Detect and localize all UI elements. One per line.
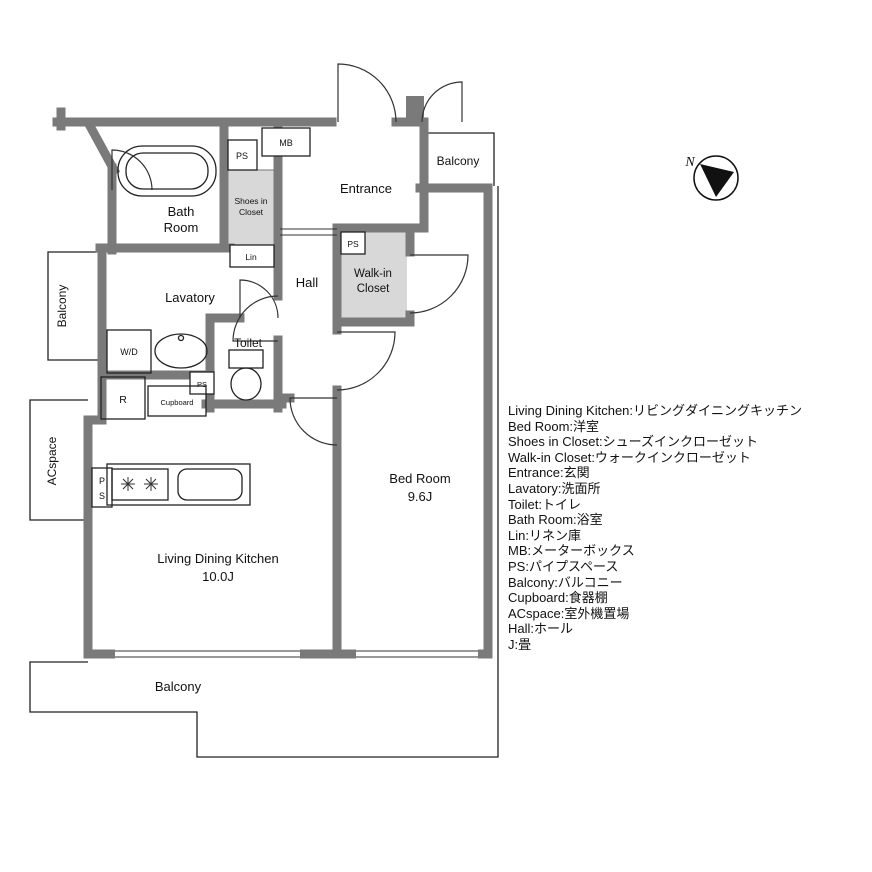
label-shoes-closet-line1: Shoes in — [234, 196, 267, 206]
compass-north-label: N — [684, 155, 695, 170]
ps-box-top — [227, 139, 258, 171]
label-shoes-closet-line2: Closet — [239, 207, 264, 217]
balcony-bottom-outline — [29, 186, 499, 758]
windows — [115, 648, 478, 660]
label-ps-top: PS — [236, 151, 248, 161]
stove-burner-icon — [121, 477, 135, 491]
north-needle-icon — [700, 164, 734, 197]
door-arc-lavatory — [232, 295, 279, 342]
label-bedroom: Bed Room — [389, 471, 450, 486]
door-arc-bedroom — [336, 331, 396, 391]
legend-item: ACspace:室外機置場 — [508, 605, 630, 621]
label-ldk-size: 10.0J — [202, 569, 234, 584]
basin-faucet-icon — [177, 334, 185, 342]
label-balcony-top: Balcony — [437, 154, 480, 168]
legend-item: Living Dining Kitchen:リビングダイニングキッチン — [508, 403, 803, 418]
ps-box-kitchen-left — [91, 467, 113, 508]
shoes-closet-fill — [226, 169, 277, 246]
door-arcs — [111, 63, 469, 446]
stove-box — [111, 468, 169, 501]
label-lin: Lin — [245, 252, 257, 262]
label-acspace: ACspace — [45, 436, 59, 485]
wash-basin-icon — [154, 333, 208, 369]
label-ps-cupboard: PS — [197, 380, 207, 389]
bathtub-icon — [117, 145, 217, 197]
label-ps-kitchen-s: S — [99, 491, 105, 501]
window-ldk — [115, 648, 300, 660]
door-arc-entrance-child — [421, 81, 463, 123]
label-bathroom-line2: Room — [164, 220, 199, 235]
label-refrigerator: R — [119, 394, 127, 406]
entrance-step-lines — [280, 228, 337, 236]
legend-item: Lavatory:洗面所 — [508, 480, 601, 496]
stove-burner-icon — [144, 477, 158, 491]
label-lavatory: Lavatory — [165, 290, 215, 305]
ps-box-kitchen-top — [189, 371, 215, 395]
kitchen-sink-icon — [177, 468, 243, 501]
legend-item: Lin:リネン庫 — [508, 527, 581, 543]
legend-item: MB:メーターボックス — [508, 543, 635, 559]
label-toilet: Toilet — [234, 336, 263, 350]
balcony-left-outline — [47, 251, 102, 361]
wall-segment — [83, 119, 121, 177]
door-arc-walkin-closet — [409, 254, 469, 314]
label-ldk: Living Dining Kitchen — [157, 551, 278, 566]
ps-box-walkin — [340, 231, 366, 255]
toilet-bowl-icon — [230, 367, 262, 401]
label-walkin-line1: Walk-in — [354, 268, 392, 280]
kitchen-counter — [106, 463, 251, 506]
lin-box — [229, 244, 275, 268]
balcony-top-outline — [424, 132, 495, 186]
cupboard-box — [147, 385, 207, 417]
label-bedroom-size: 9.6J — [408, 489, 433, 504]
legend: Living Dining Kitchen:リビングダイニングキッチン Bed … — [508, 403, 802, 653]
door-pier — [406, 96, 424, 126]
acspace-outline — [29, 399, 88, 521]
label-cupboard: Cupboard — [161, 398, 194, 407]
label-entrance: Entrance — [340, 181, 392, 196]
label-balcony-bottom: Balcony — [155, 679, 202, 694]
label-ps-kitchen-p: P — [99, 476, 105, 486]
legend-item: Entrance:玄関 — [508, 465, 590, 481]
door-arc-ldk — [289, 397, 338, 446]
legend-item: Bath Room:浴室 — [508, 512, 603, 528]
room-labels: Bath Room Lavatory Hall Entrance Balcony… — [45, 138, 479, 694]
toilet-tank-icon — [228, 349, 264, 369]
mb-box — [261, 127, 311, 157]
refrigerator-box — [100, 376, 146, 420]
legend-item: Walk-in Closet:ウォークインクローゼット — [508, 449, 751, 465]
balcony-outlines — [29, 132, 499, 758]
label-wd: W/D — [120, 347, 138, 357]
legend-item: Bed Room:洋室 — [508, 418, 600, 434]
label-mb: MB — [279, 138, 293, 148]
label-hall: Hall — [296, 275, 319, 290]
label-balcony-left: Balcony — [55, 285, 69, 328]
legend-item: Shoes in Closet:シューズインクローゼット — [508, 434, 759, 450]
window-bedroom — [356, 648, 478, 660]
legend-item: Cupboard:食器棚 — [508, 590, 608, 606]
door-arc-toilet — [239, 279, 279, 319]
label-bathroom-line1: Bath — [168, 204, 195, 219]
washer-dryer-box — [106, 329, 152, 374]
label-walkin-line2: Closet — [357, 283, 390, 295]
label-ps-walkin: PS — [347, 239, 359, 249]
legend-item: J:畳 — [508, 636, 532, 652]
legend-item: Balcony:バルコニー — [508, 574, 623, 590]
compass: N — [684, 155, 739, 201]
fixtures — [100, 145, 337, 506]
legend-item: PS:パイプスペース — [508, 558, 619, 574]
window-ldk-lines — [115, 650, 300, 658]
legend-item: Hall:ホール — [508, 621, 574, 637]
legend-item: Toilet:トイレ — [508, 496, 581, 512]
door-arc-bathroom — [111, 149, 153, 191]
window-bedroom-lines — [356, 650, 478, 658]
door-arc-entrance-main — [337, 63, 397, 123]
bathtub-inner-icon — [125, 152, 209, 190]
